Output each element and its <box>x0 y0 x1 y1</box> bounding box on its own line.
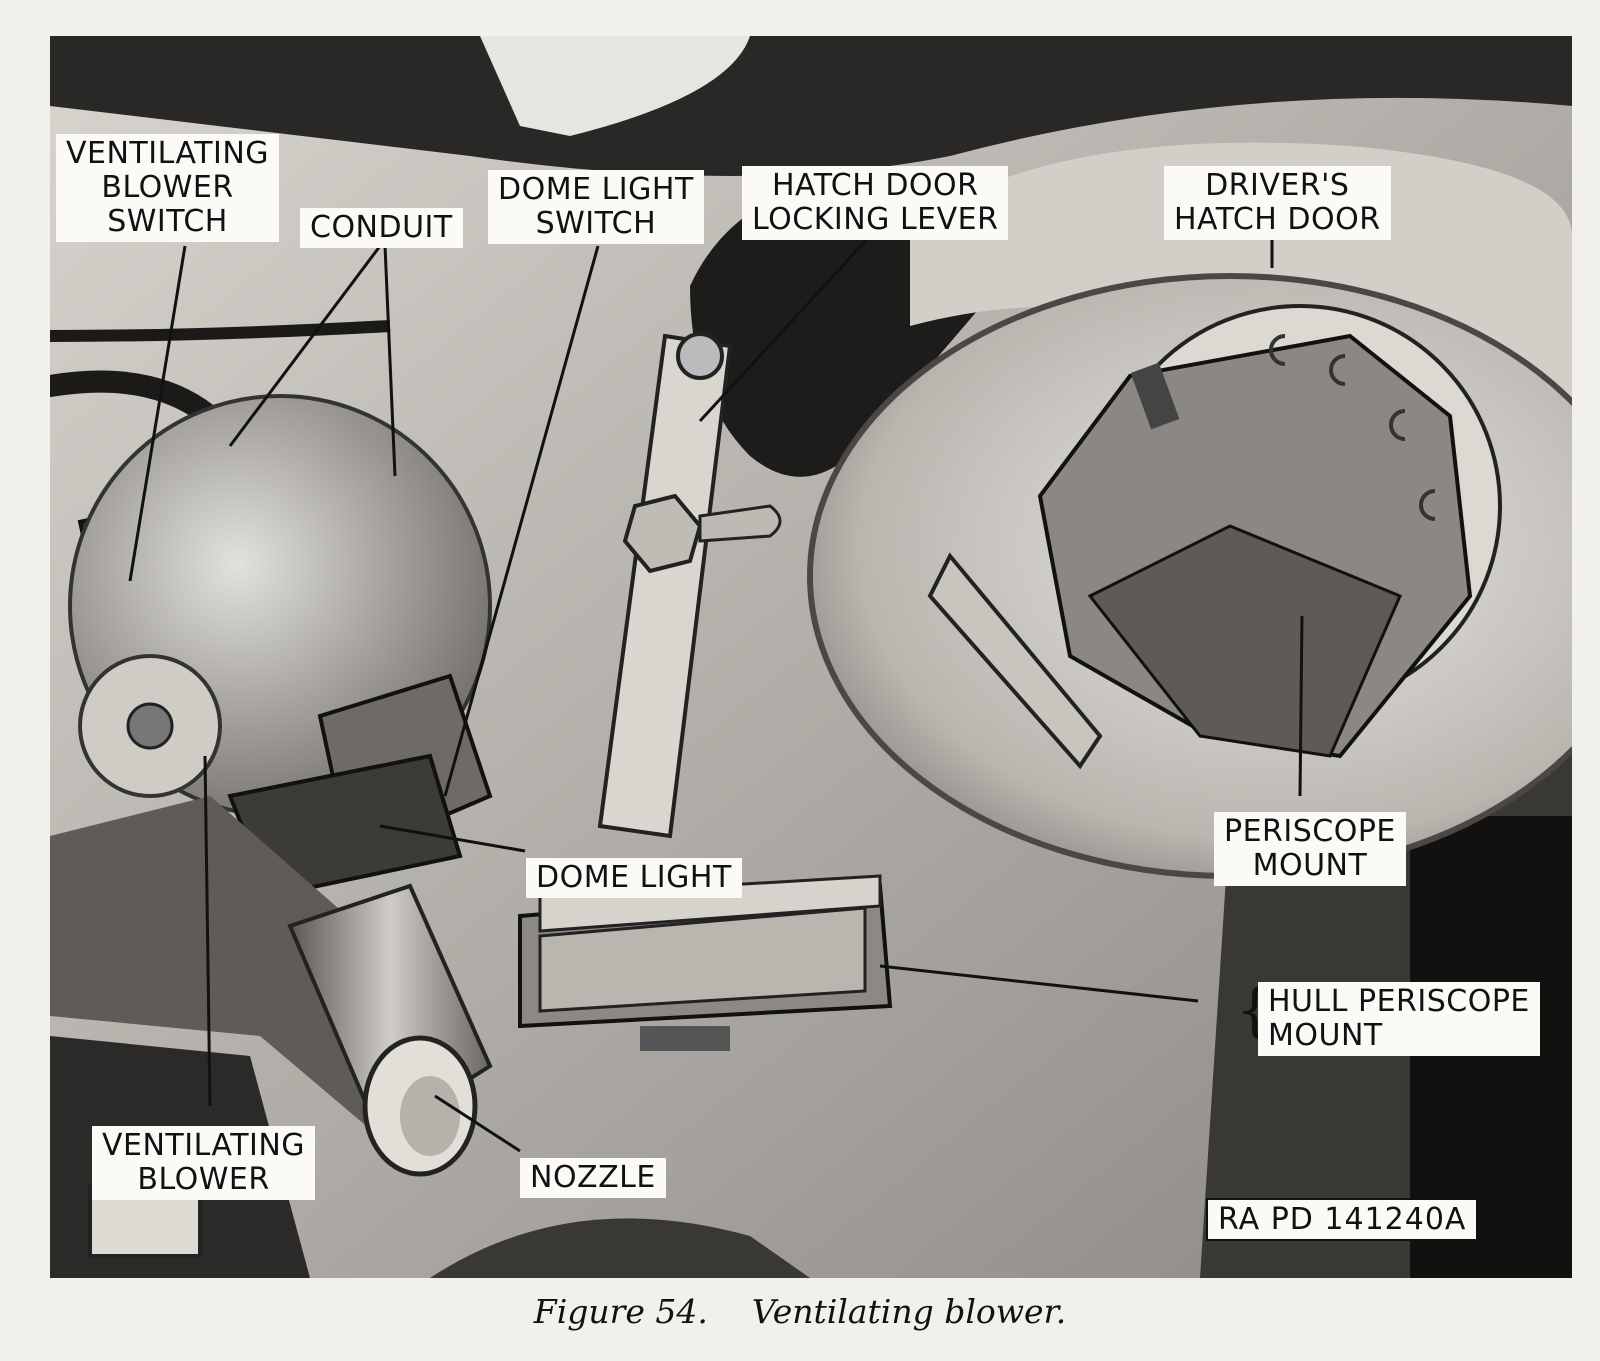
label-dome-light-switch: DOME LIGHT SWITCH <box>488 170 704 244</box>
label-hull-periscope-mount: HULL PERISCOPE MOUNT <box>1258 982 1540 1056</box>
label-hatch-door-locking-lever: HATCH DOOR LOCKING LEVER <box>742 166 1009 240</box>
figure-title: Ventilating blower. <box>751 1292 1067 1331</box>
label-periscope-mount: PERISCOPE MOUNT <box>1214 812 1406 886</box>
figure-number: Figure 54. <box>533 1292 708 1331</box>
reference-code: RA PD 141240A <box>1206 1198 1479 1241</box>
figure-caption: Figure 54. Ventilating blower. <box>0 1292 1600 1331</box>
label-conduit: CONDUIT <box>300 208 463 248</box>
label-ventilating-blower: VENTILATING BLOWER <box>92 1126 316 1200</box>
label-drivers-hatch-door: DRIVER'S HATCH DOOR <box>1164 166 1391 240</box>
label-nozzle: NOZZLE <box>520 1158 666 1198</box>
label-ventilating-blower-switch: VENTILATING BLOWER SWITCH <box>56 134 280 242</box>
label-dome-light: DOME LIGHT <box>526 858 742 898</box>
